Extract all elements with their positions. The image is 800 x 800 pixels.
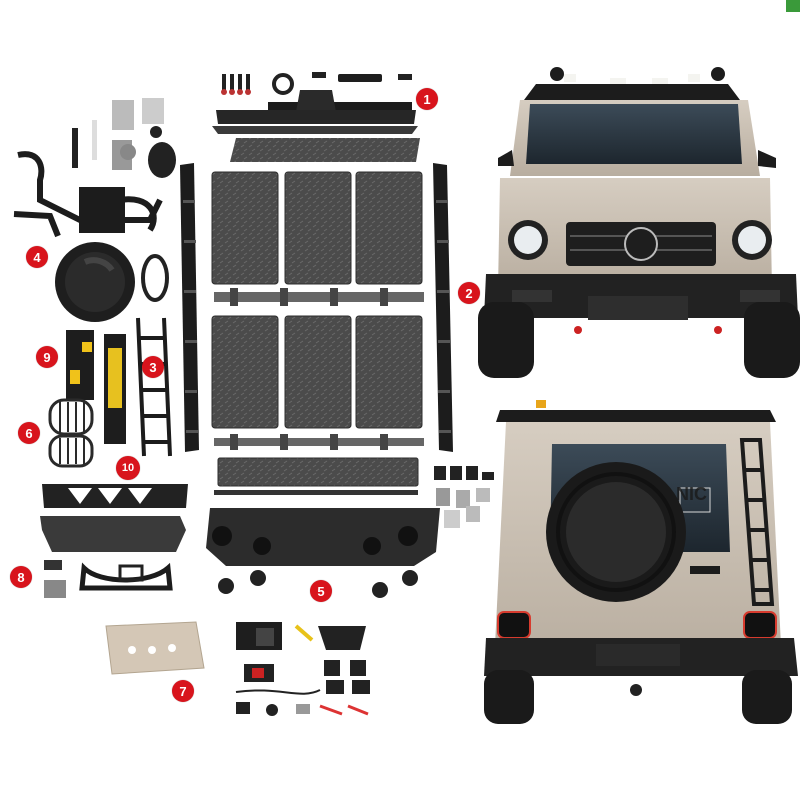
clamp-hardware [434, 466, 494, 528]
skid-plate-winch-kit [105, 621, 370, 716]
callout-badge-9: 9 [36, 346, 58, 368]
headlight-grilles [48, 398, 94, 468]
front-bar-frame [40, 484, 188, 552]
front-vehicle-photo [478, 67, 800, 378]
callout-badge-1: 1 [416, 88, 438, 110]
callout-badge-5: 5 [310, 580, 332, 602]
bracket-set [44, 560, 173, 598]
roof-light-bar [212, 72, 420, 162]
mounting-hardware [72, 98, 176, 178]
callout-badge-6: 6 [18, 422, 40, 444]
roof-rack-side-rails [180, 163, 453, 452]
tow-hook-set [66, 330, 126, 444]
callout-badge-10: 10 [116, 456, 140, 480]
callout-badge-3: 3 [142, 356, 164, 378]
rear-vehicle-photo [484, 400, 798, 724]
spare-tire-cover [55, 242, 169, 322]
callout-badge-7: 7 [172, 680, 194, 702]
roof-rack-panels [211, 171, 424, 495]
callout-badge-4: 4 [26, 246, 48, 268]
corner-mark [786, 0, 800, 12]
callout-badge-8: 8 [10, 566, 32, 588]
front-bumper [206, 508, 440, 598]
rear-ladder [136, 317, 172, 457]
spare-tire-carrier [13, 151, 163, 238]
callout-badge-2: 2 [458, 282, 480, 304]
rear-window-lettering: NIC [676, 484, 707, 504]
